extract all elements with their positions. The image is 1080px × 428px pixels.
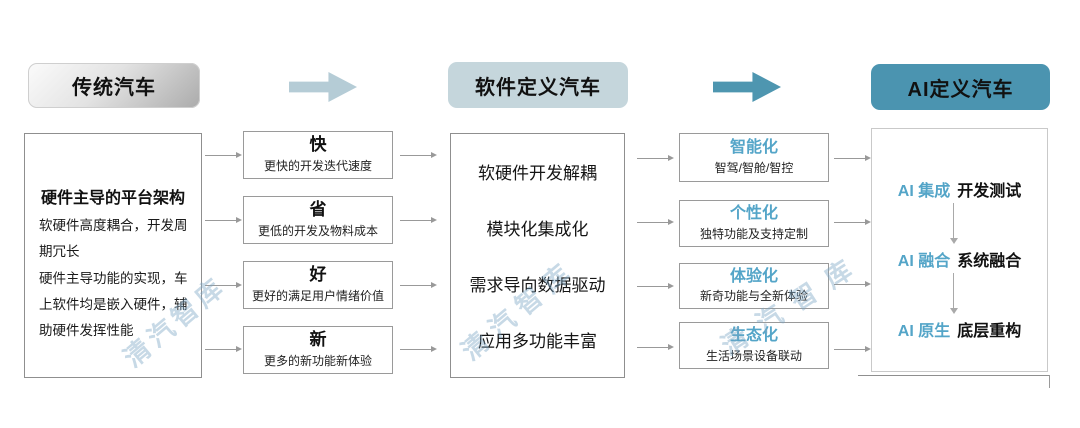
arrow-right-icon — [400, 282, 437, 288]
trend-title: 智能化 — [729, 139, 778, 157]
trend-desc: 智驾/智舱/智控 — [714, 160, 794, 175]
benefit-title: 快 — [309, 135, 327, 155]
ai-step-native: AI 原生底层重构 — [872, 317, 1047, 341]
ai-step-integration: AI 集成开发测试 — [872, 177, 1047, 201]
software-defined-panel: 软硬件开发解耦 模块化集成化 需求导向数据驱动 应用多功能丰富 — [450, 133, 625, 378]
arrow-right-icon — [205, 346, 242, 352]
benefit-box-fast: 快 更快的开发迭代速度 — [243, 131, 393, 179]
traditional-platform-panel: 硬件主导的平台架构 软硬件高度耦合，开发周期冗长 硬件主导功能的实现，车上软件均… — [24, 133, 202, 378]
software-feature: 模块化集成化 — [486, 220, 589, 240]
benefit-desc: 更快的开发迭代速度 — [263, 158, 372, 173]
trend-box-personalized: 个性化 独特功能及支持定制 — [679, 200, 829, 247]
ai-step-label: 系统融合 — [957, 253, 1022, 270]
arrow-right-icon — [400, 152, 437, 158]
arrow-right-icon — [834, 281, 871, 287]
ai-step-label: 开发测试 — [957, 183, 1022, 200]
stage-header-ai-defined: AI定义汽车 — [871, 64, 1050, 110]
benefit-desc: 更好的满足用户情绪价值 — [251, 288, 384, 303]
arrow-right-icon — [205, 282, 242, 288]
ai-step-name: AI 原生 — [897, 323, 951, 340]
arrow-right-icon — [834, 155, 871, 161]
arrow-down-icon — [950, 203, 958, 244]
arrow-right-icon — [400, 217, 437, 223]
software-feature: 应用多功能丰富 — [478, 331, 597, 351]
software-feature: 需求导向数据驱动 — [469, 275, 606, 295]
trend-box-intelligent: 智能化 智驾/智舱/智控 — [679, 133, 829, 182]
arrow-down-icon — [950, 273, 958, 314]
benefit-desc: 更多的新功能新体验 — [263, 353, 372, 368]
trend-box-ecological: 生态化 生活场景设备联动 — [679, 322, 829, 369]
benefit-box-new: 新 更多的新功能新体验 — [243, 326, 393, 374]
benefit-desc: 更低的开发及物料成本 — [257, 223, 378, 238]
arrow-right-icon — [834, 346, 871, 352]
trend-desc: 生活场景设备联动 — [705, 348, 802, 363]
border-artifact-line — [1049, 375, 1050, 388]
arrow-right-icon — [289, 72, 357, 102]
arrow-right-icon — [400, 346, 437, 352]
ai-step-name: AI 集成 — [897, 183, 951, 200]
trend-box-experiential: 体验化 新奇功能与全新体验 — [679, 263, 829, 309]
traditional-panel-para2: 硬件主导功能的实现，车上软件均是嵌入硬件，辅助硬件发挥性能 — [39, 270, 188, 339]
traditional-panel-title: 硬件主导的平台架构 — [40, 190, 185, 207]
software-feature: 软硬件开发解耦 — [478, 164, 597, 184]
trend-desc: 独特功能及支持定制 — [699, 226, 808, 241]
ai-step-name: AI 融合 — [897, 253, 951, 270]
benefit-title: 好 — [309, 265, 327, 285]
benefit-box-saving: 省 更低的开发及物料成本 — [243, 196, 393, 244]
trend-desc: 新奇功能与全新体验 — [699, 289, 808, 304]
ai-defined-panel: AI 集成开发测试 AI 融合系统融合 AI 原生底层重构 — [871, 128, 1048, 372]
arrow-right-icon — [637, 219, 674, 225]
traditional-panel-para1: 软硬件高度耦合，开发周期冗长 — [39, 218, 188, 260]
arrow-right-icon — [637, 344, 674, 350]
ai-step-fusion: AI 融合系统融合 — [872, 247, 1047, 271]
border-artifact-line — [858, 375, 1050, 376]
benefit-box-good: 好 更好的满足用户情绪价值 — [243, 261, 393, 309]
arrow-right-icon — [637, 155, 674, 161]
arrow-right-icon — [834, 219, 871, 225]
traditional-panel-body: 软硬件高度耦合，开发周期冗长 硬件主导功能的实现，车上软件均是嵌入硬件，辅助硬件… — [25, 208, 201, 345]
ai-step-label: 底层重构 — [957, 323, 1022, 340]
arrow-right-icon — [205, 152, 242, 158]
arrow-right-icon — [713, 72, 781, 102]
benefit-title: 新 — [309, 330, 327, 350]
benefit-title: 省 — [309, 200, 327, 220]
stage-header-software-defined: 软件定义汽车 — [448, 62, 628, 108]
trend-title: 体验化 — [729, 267, 778, 285]
trend-title: 生态化 — [729, 327, 778, 345]
trend-title: 个性化 — [729, 205, 778, 223]
arrow-right-icon — [205, 217, 242, 223]
arrow-right-icon — [637, 283, 674, 289]
stage-header-traditional: 传统汽车 — [28, 63, 200, 108]
